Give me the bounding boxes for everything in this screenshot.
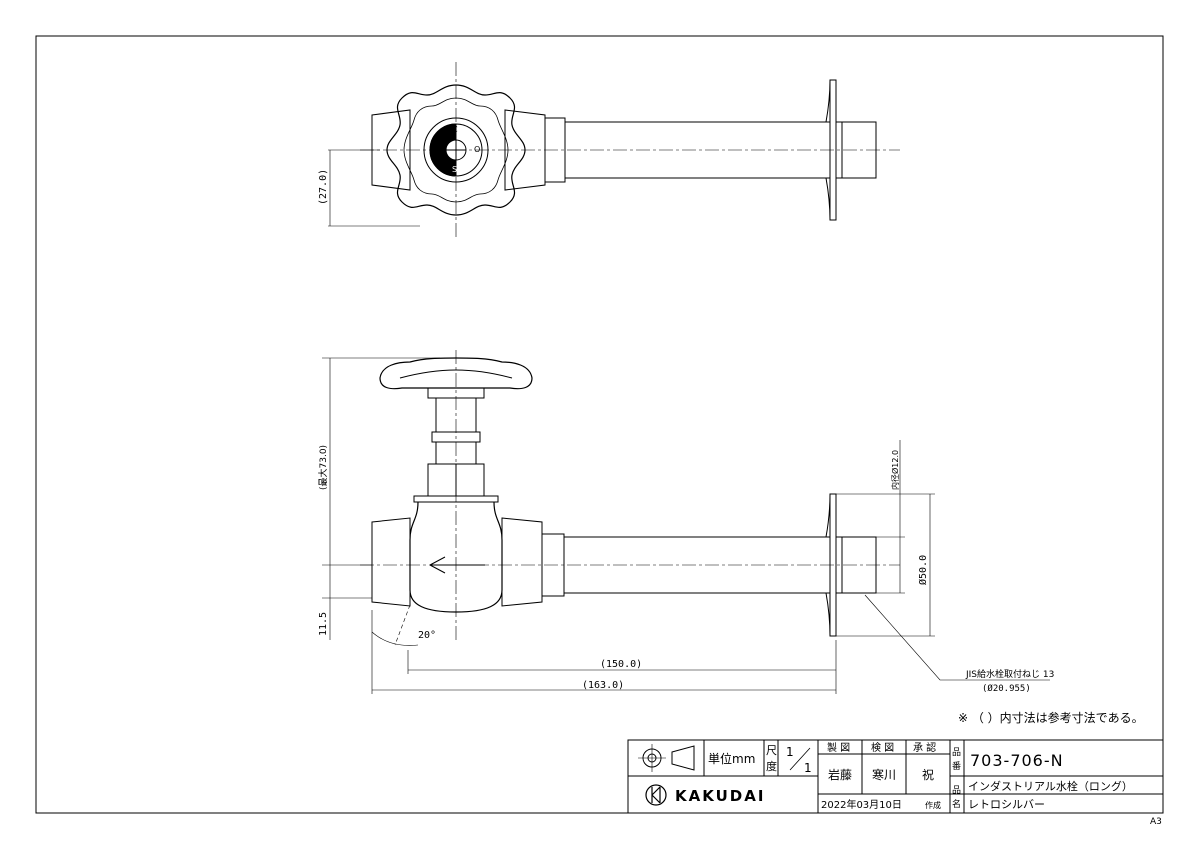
- dim-flange-diameter: Ø50.0: [917, 555, 929, 585]
- scale-numerator: 1: [786, 745, 794, 759]
- top-view: [328, 62, 900, 240]
- flange-curve: [825, 79, 831, 221]
- reference-note: ※ （ ）内寸法は参考寸法である。: [958, 710, 1144, 725]
- flange: [829, 79, 837, 221]
- front-handle: [379, 357, 533, 390]
- unit-label: 単位mm: [708, 751, 755, 766]
- company-logo: KAKUDAI: [675, 787, 765, 805]
- logo-mark: [645, 784, 667, 806]
- logo-mark-detail: [651, 786, 661, 804]
- bonnet-flange: [413, 495, 499, 503]
- angle-line: [394, 604, 411, 646]
- front-view: [322, 350, 1050, 694]
- thread-leader: [864, 594, 1050, 681]
- dim-body-length: (150.0): [600, 659, 642, 670]
- scale-slash: [789, 747, 811, 771]
- name-label-1: 品: [952, 785, 961, 796]
- approver-name: 祝: [922, 768, 934, 782]
- product-code: 703-706-N: [970, 751, 1064, 770]
- front-handle-detail: [399, 369, 513, 379]
- dim-total-length: (163.0): [582, 680, 624, 691]
- name-label-2: 名: [952, 798, 961, 810]
- handle-wheel-inner: [403, 97, 509, 203]
- angle-arc: [371, 631, 419, 646]
- code-label-2: 番: [952, 760, 961, 772]
- handle-mark-o: O: [474, 145, 480, 154]
- code-label-1: 品: [952, 747, 961, 758]
- handle-wheel-outline: [386, 84, 526, 216]
- thread: [835, 536, 877, 594]
- dim-bottom-offset: 11.5: [318, 612, 329, 636]
- dim-inner-diameter: 内径Ø12.0: [890, 450, 900, 490]
- projection-symbol-cone: [671, 745, 695, 771]
- drawing-date: 2022年03月10日: [821, 798, 902, 811]
- sheet-size: A3: [1150, 817, 1162, 827]
- thread-label: JIS給水栓取付ねじ 13: [965, 668, 1054, 680]
- valve-body-left: [371, 109, 411, 191]
- body-left-hex: [371, 517, 411, 607]
- check-label: 検 図: [871, 741, 894, 754]
- dim-angle: 20°: [418, 630, 436, 641]
- dim-handle-width: (27.0): [318, 169, 329, 205]
- handle-cap-fill: [429, 123, 457, 177]
- valve-body: [409, 501, 503, 613]
- drawer-name: 岩藤: [828, 767, 852, 782]
- handle-mark-s: S: [452, 165, 457, 174]
- scale-label-2: 度: [766, 759, 777, 773]
- flange-curve: [825, 493, 831, 637]
- handle-ring: [423, 117, 489, 183]
- handle-mark-c: C: [452, 125, 458, 134]
- date-suffix: 作成: [925, 800, 941, 810]
- checker-name: 寒川: [872, 767, 896, 782]
- draw-label: 製 図: [827, 741, 850, 754]
- pipe: [564, 121, 831, 179]
- approve-label: 承 認: [913, 741, 936, 754]
- thread-diameter: (Ø20.955): [982, 683, 1031, 694]
- title-block: [627, 739, 1164, 814]
- dim-max-height: (最大73.0): [317, 445, 329, 490]
- body-right-hex: [501, 517, 543, 607]
- thread: [835, 121, 877, 179]
- scale-denominator: 1: [804, 761, 812, 775]
- product-color: レトロシルバー: [968, 798, 1045, 811]
- scale-label-1: 尺: [766, 744, 777, 757]
- product-name: インダストリアル水栓（ロング）: [968, 779, 1133, 793]
- flow-arrow: [429, 556, 485, 574]
- sheet-border: [35, 35, 1164, 814]
